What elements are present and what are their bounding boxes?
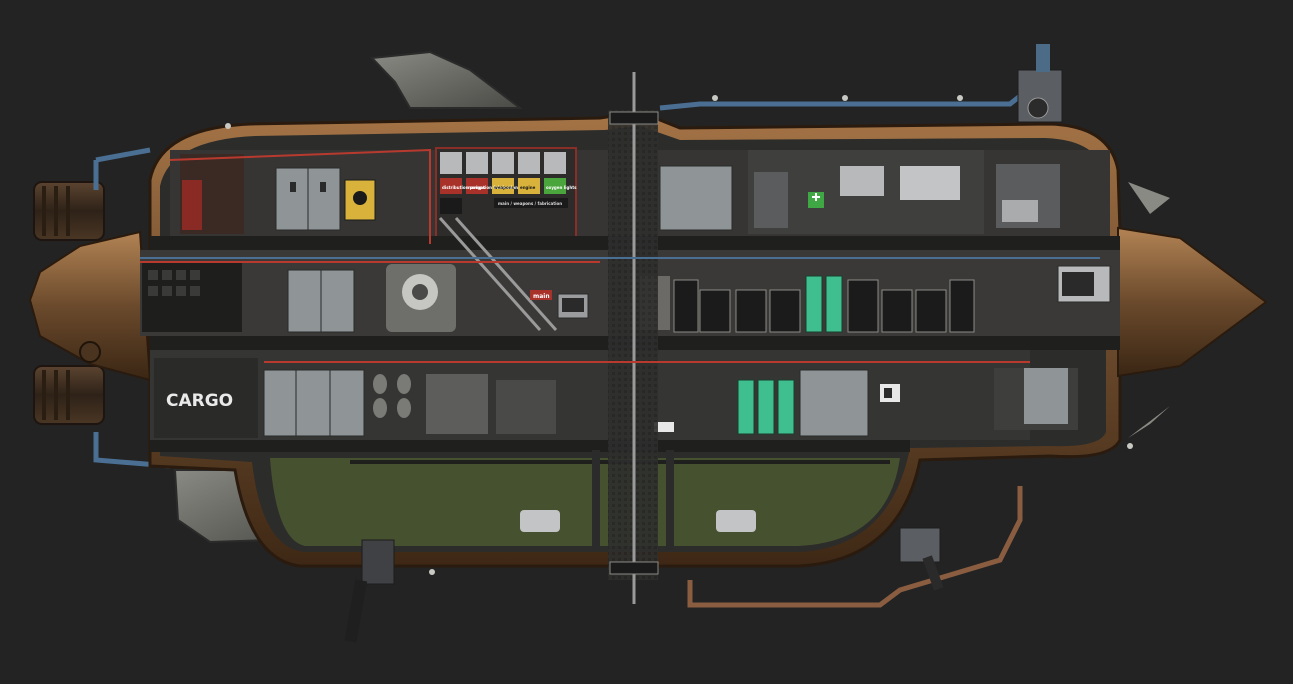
panel-label-2: navigation fabrication xyxy=(468,185,518,190)
nose-cone xyxy=(1117,226,1268,378)
arrow-right-icon xyxy=(654,422,674,432)
fan-icon xyxy=(1027,97,1049,119)
panel-label-wide: main / weapons / fabrication xyxy=(498,201,562,206)
propeller-icon xyxy=(79,341,101,363)
ladder-icon[interactable] xyxy=(438,217,558,331)
cargo-label: CARGO xyxy=(166,391,233,411)
sign-main-text: main xyxy=(533,293,550,300)
pipe-left-ext-2 xyxy=(93,432,171,469)
top-fin xyxy=(369,50,523,109)
cargo-bay xyxy=(154,358,258,438)
turret-bottom-right[interactable] xyxy=(899,527,944,591)
oxygen-generator-group xyxy=(805,275,843,333)
hatch-icon xyxy=(609,111,659,125)
deck-bottom: CARGO xyxy=(150,350,1078,440)
medical-storage xyxy=(737,379,795,435)
nose-spike-top xyxy=(1128,182,1170,214)
ballast-tank xyxy=(270,450,900,550)
pump-icon xyxy=(520,510,560,532)
floor-beam-3 xyxy=(150,440,910,452)
panel-label-1: distribution pumps xyxy=(442,185,486,190)
pipe-top-ext xyxy=(659,94,1022,111)
panel-label-4: engine xyxy=(520,185,536,190)
railgun-icon[interactable] xyxy=(344,539,395,643)
fabricator-icon xyxy=(426,374,488,434)
locker-group xyxy=(275,167,341,231)
turret-top[interactable] xyxy=(1017,44,1063,123)
sign-main xyxy=(530,290,552,300)
engine-top xyxy=(33,181,105,241)
control-panel-group xyxy=(435,147,577,241)
nose-spike-bottom xyxy=(1128,406,1170,438)
engine-bottom xyxy=(33,365,105,425)
panel-label-5: oxygen lights xyxy=(546,185,577,190)
panel-label-3: weapons xyxy=(494,185,515,190)
pipe-bottom-ext xyxy=(687,486,1023,608)
canister-rack xyxy=(373,374,411,418)
pipe-left-ext xyxy=(93,147,151,190)
